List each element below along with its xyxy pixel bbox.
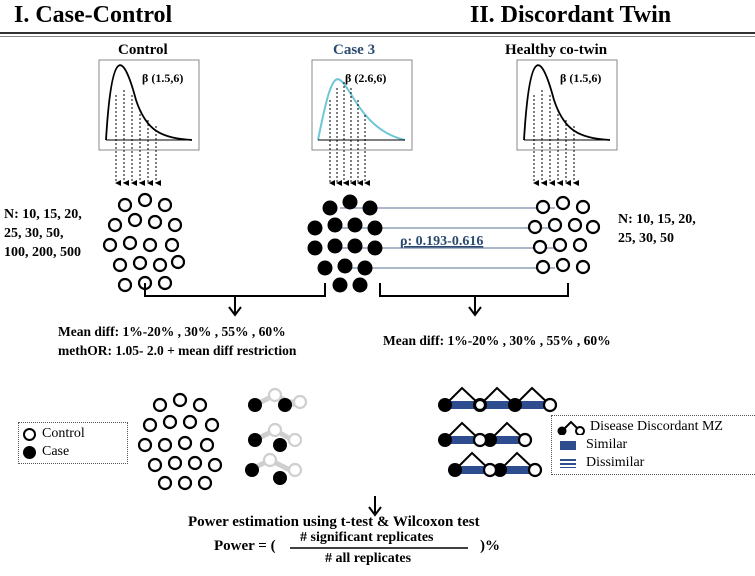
control-circle-icon: [23, 427, 36, 441]
legend-dissimilar: Dissimilar: [556, 454, 752, 472]
header-divider-thin: [0, 36, 755, 37]
legend-dissimilar-label: Dissimilar: [586, 455, 645, 470]
twin-sample-sizes: N: 10, 15, 20, 25, 30, 50: [618, 210, 696, 248]
control-sampling-arrows: [115, 90, 161, 186]
case3-beta-plot: β (2.6,6): [311, 59, 413, 151]
cotwin-beta-plot: β (1.5,6): [516, 59, 618, 151]
methor-condition: methOR: 1.05- 2.0 + mean diff restrictio…: [58, 343, 297, 358]
dissimilar-lines-icon: [560, 458, 576, 468]
case-sampling-arrows: [329, 82, 370, 186]
twin-legend: Disease Discordant MZ Similar Dissimilar: [551, 415, 755, 475]
sample-size-line: N: 10, 15, 20,: [618, 212, 696, 227]
case-circle-icon: [23, 445, 36, 459]
control-label: Control: [118, 42, 168, 58]
control-beta-plot: β (1.5,6): [98, 59, 200, 151]
case3-label: Case 3: [333, 42, 376, 58]
bottom-case-triads: [245, 387, 308, 485]
cotwin-beta-param: β (1.5,6): [560, 71, 601, 85]
power-arrow: [368, 496, 382, 517]
similar-bar-icon: [560, 440, 576, 450]
sample-size-line: 100, 200, 500: [4, 245, 81, 260]
twin-conditions: Mean diff: 1%-20% , 30% , 55% , 60%: [383, 333, 611, 348]
power-formula-prefix: Power = (: [214, 538, 276, 554]
legend-pair-label: Disease Discordant MZ: [590, 419, 723, 434]
legend-similar-label: Similar: [586, 437, 628, 452]
sample-size-line: 25, 30, 50,: [4, 226, 64, 241]
power-estimation-title: Power estimation using t-test & Wilcoxon…: [188, 514, 480, 530]
legend-discordant-pair: Disease Discordant MZ: [556, 418, 752, 436]
case-sample: [307, 194, 383, 293]
case-control-conditions: Mean diff: 1%-20% , 30% , 55% , 60% meth…: [58, 322, 296, 360]
bottom-control-group: [137, 392, 223, 491]
control-beta-param: β (1.5,6): [142, 71, 183, 85]
control-sample: [102, 192, 186, 293]
case-control-legend: Control Case: [18, 422, 128, 464]
bottom-twin-pairs: [438, 386, 558, 478]
header-divider: [0, 32, 755, 34]
legend-case-label: Case: [42, 444, 70, 459]
legend-control: Control: [23, 425, 123, 443]
cotwin-label: Healthy co-twin: [505, 42, 608, 58]
discordant-twin-title: II. Discordant Twin: [470, 2, 672, 28]
cotwin-sampling-arrows: [533, 90, 579, 186]
twin-pair-icon: [557, 420, 585, 435]
power-numerator: # significant replicates: [300, 530, 434, 545]
power-formula-suffix: )%: [480, 538, 500, 554]
case-control-title: I. Case-Control: [14, 2, 173, 28]
power-denominator: # all replicates: [325, 551, 412, 566]
legend-case: Case: [23, 443, 123, 461]
legend-control-label: Control: [42, 426, 85, 441]
sample-size-line: N: 10, 15, 20,: [4, 207, 82, 222]
legend-similar: Similar: [556, 436, 752, 454]
twin-bracket: [379, 283, 569, 317]
case-control-sample-sizes: N: 10, 15, 20, 25, 30, 50, 100, 200, 500: [4, 205, 82, 262]
rho-label: ρ: 0.193-0.616: [400, 234, 483, 249]
case-control-bracket: [144, 283, 326, 317]
case3-beta-param: β (2.6,6): [345, 71, 386, 85]
sample-size-line: 25, 30, 50: [618, 231, 674, 246]
mean-diff-condition: Mean diff: 1%-20% , 30% , 55% , 60%: [58, 324, 286, 339]
cotwin-sample: [527, 195, 601, 275]
